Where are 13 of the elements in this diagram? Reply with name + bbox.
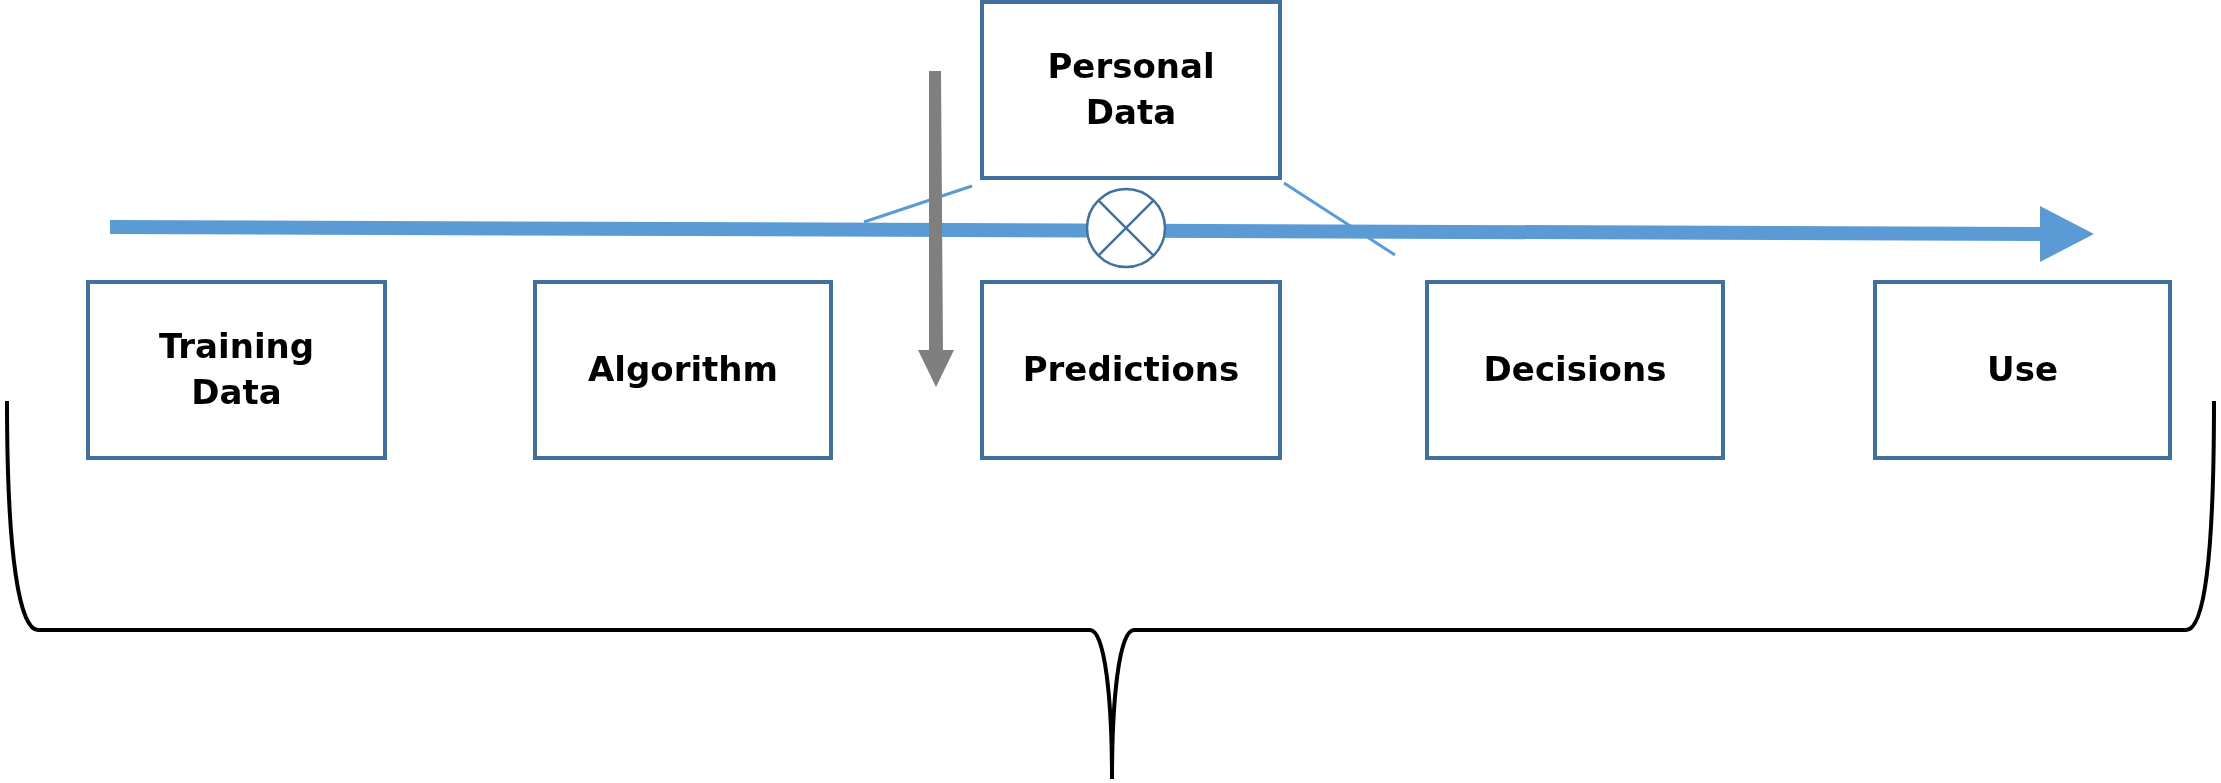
process-box: [980, 0, 1282, 180]
process-box: [1873, 280, 2172, 460]
merge-circle: [1085, 187, 1167, 269]
box-label: Personal Data: [1046, 45, 1216, 134]
process-box: [86, 280, 387, 460]
process-box: [980, 280, 1282, 460]
box-label: Use: [1987, 348, 2058, 392]
box-label: Training Data: [157, 325, 316, 414]
box-label: Predictions: [1022, 348, 1240, 392]
process-box: [1425, 280, 1725, 460]
process-box: [533, 280, 833, 460]
box-label: Decisions: [1483, 348, 1667, 392]
box-label: Algorithm: [588, 348, 778, 392]
